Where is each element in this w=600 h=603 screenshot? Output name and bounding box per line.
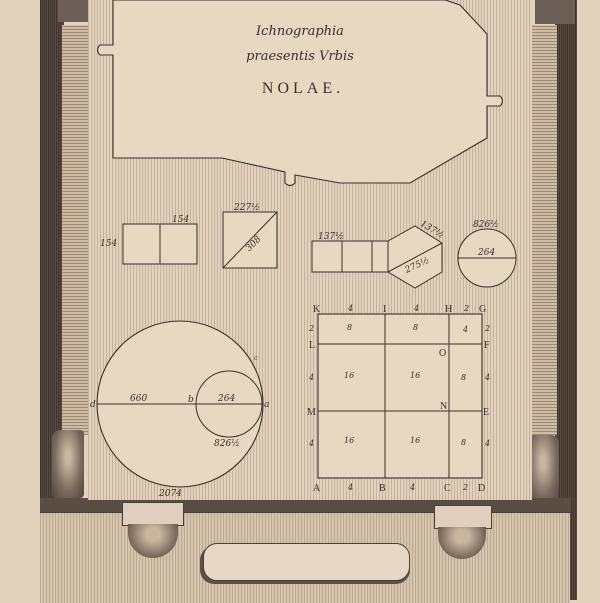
grid-cell-value: 16 bbox=[410, 436, 420, 445]
point-c-label: c bbox=[254, 355, 258, 362]
small-circumference-label: 826½ bbox=[214, 438, 240, 449]
grid-corner-K: K bbox=[313, 304, 321, 315]
right-console-ornament bbox=[527, 435, 559, 503]
grid-point-O: O bbox=[439, 348, 446, 359]
grid-bottom-dim: 2 bbox=[462, 483, 468, 492]
strip-label: 137½ bbox=[318, 231, 344, 242]
grid-left-dim: 2 bbox=[308, 324, 314, 333]
grid-right-dim: 2 bbox=[484, 324, 490, 333]
grid-corner-B: B bbox=[379, 483, 386, 494]
grid-right-dim: 4 bbox=[484, 373, 490, 382]
title-line-3: NOLAE. bbox=[262, 80, 344, 97]
grid-top-dim: 4 bbox=[413, 304, 419, 313]
small-circle-top-label: 826½ bbox=[473, 219, 499, 230]
grid-cell-value: 16 bbox=[344, 371, 354, 380]
left-console-ornament bbox=[52, 430, 84, 498]
small-circle-diameter-label: 264 bbox=[477, 248, 495, 258]
right-column-capital bbox=[535, 0, 575, 24]
grid-left-dim: 4 bbox=[308, 439, 314, 448]
big-circumference-label: 2074 bbox=[158, 489, 182, 499]
grid-top-dim: 4 bbox=[347, 304, 353, 313]
grid-left-dim: 4 bbox=[308, 373, 314, 382]
grid-cell-value: 8 bbox=[461, 373, 466, 382]
left-column-shaft bbox=[62, 25, 90, 435]
grid-corner-G: G bbox=[479, 304, 486, 315]
rect-pair-side-label: 154 bbox=[100, 239, 117, 249]
right-column-shaft bbox=[532, 25, 557, 435]
left-column-capital bbox=[58, 0, 92, 22]
grid-cell-value: 16 bbox=[344, 436, 354, 445]
square-top-label: 227½ bbox=[233, 202, 260, 213]
grid-cell-value: 4 bbox=[462, 325, 468, 334]
grid-corner-M: M bbox=[307, 407, 316, 418]
grid-right-dim: 4 bbox=[484, 439, 490, 448]
cartouche-blank bbox=[203, 543, 410, 581]
grid-top-dim: 2 bbox=[463, 304, 469, 313]
grid-corner-D: D bbox=[478, 483, 485, 494]
grid-corner-L: L bbox=[309, 340, 315, 351]
grid-corner-E: E bbox=[483, 407, 489, 418]
title-line-2: praesentis Vrbis bbox=[246, 49, 354, 64]
grid-cell-value: 8 bbox=[461, 438, 466, 447]
rect-strip bbox=[311, 240, 389, 273]
grid-bottom-dim: 4 bbox=[347, 483, 353, 492]
grid-corner-F: F bbox=[484, 340, 490, 351]
big-diameter-label: 660 bbox=[130, 394, 147, 404]
grid-corner-I: I bbox=[383, 304, 386, 315]
city-plan-outline bbox=[96, 0, 504, 187]
grid-point-N: N bbox=[440, 401, 447, 412]
grid-corner-A: A bbox=[313, 483, 321, 494]
point-a-label: a bbox=[264, 400, 269, 410]
grid-corner-H: H bbox=[445, 304, 452, 315]
grid-bottom-dim: 4 bbox=[409, 483, 415, 492]
small-diameter-label: 264 bbox=[217, 394, 235, 404]
grid-corner-C: C bbox=[444, 483, 451, 494]
title-line-1: Ichnographia bbox=[255, 24, 344, 39]
point-d-label: d bbox=[90, 400, 96, 410]
right-bracket bbox=[434, 505, 492, 529]
grid-cell-value: 8 bbox=[413, 323, 418, 332]
grid-square bbox=[317, 313, 483, 479]
right-column-shadow bbox=[555, 0, 577, 600]
grid-cell-value: 8 bbox=[347, 323, 352, 332]
grid-cell-value: 16 bbox=[410, 371, 420, 380]
point-b-label: b bbox=[188, 395, 194, 405]
rect-pair-top-label: 154 bbox=[172, 215, 189, 225]
